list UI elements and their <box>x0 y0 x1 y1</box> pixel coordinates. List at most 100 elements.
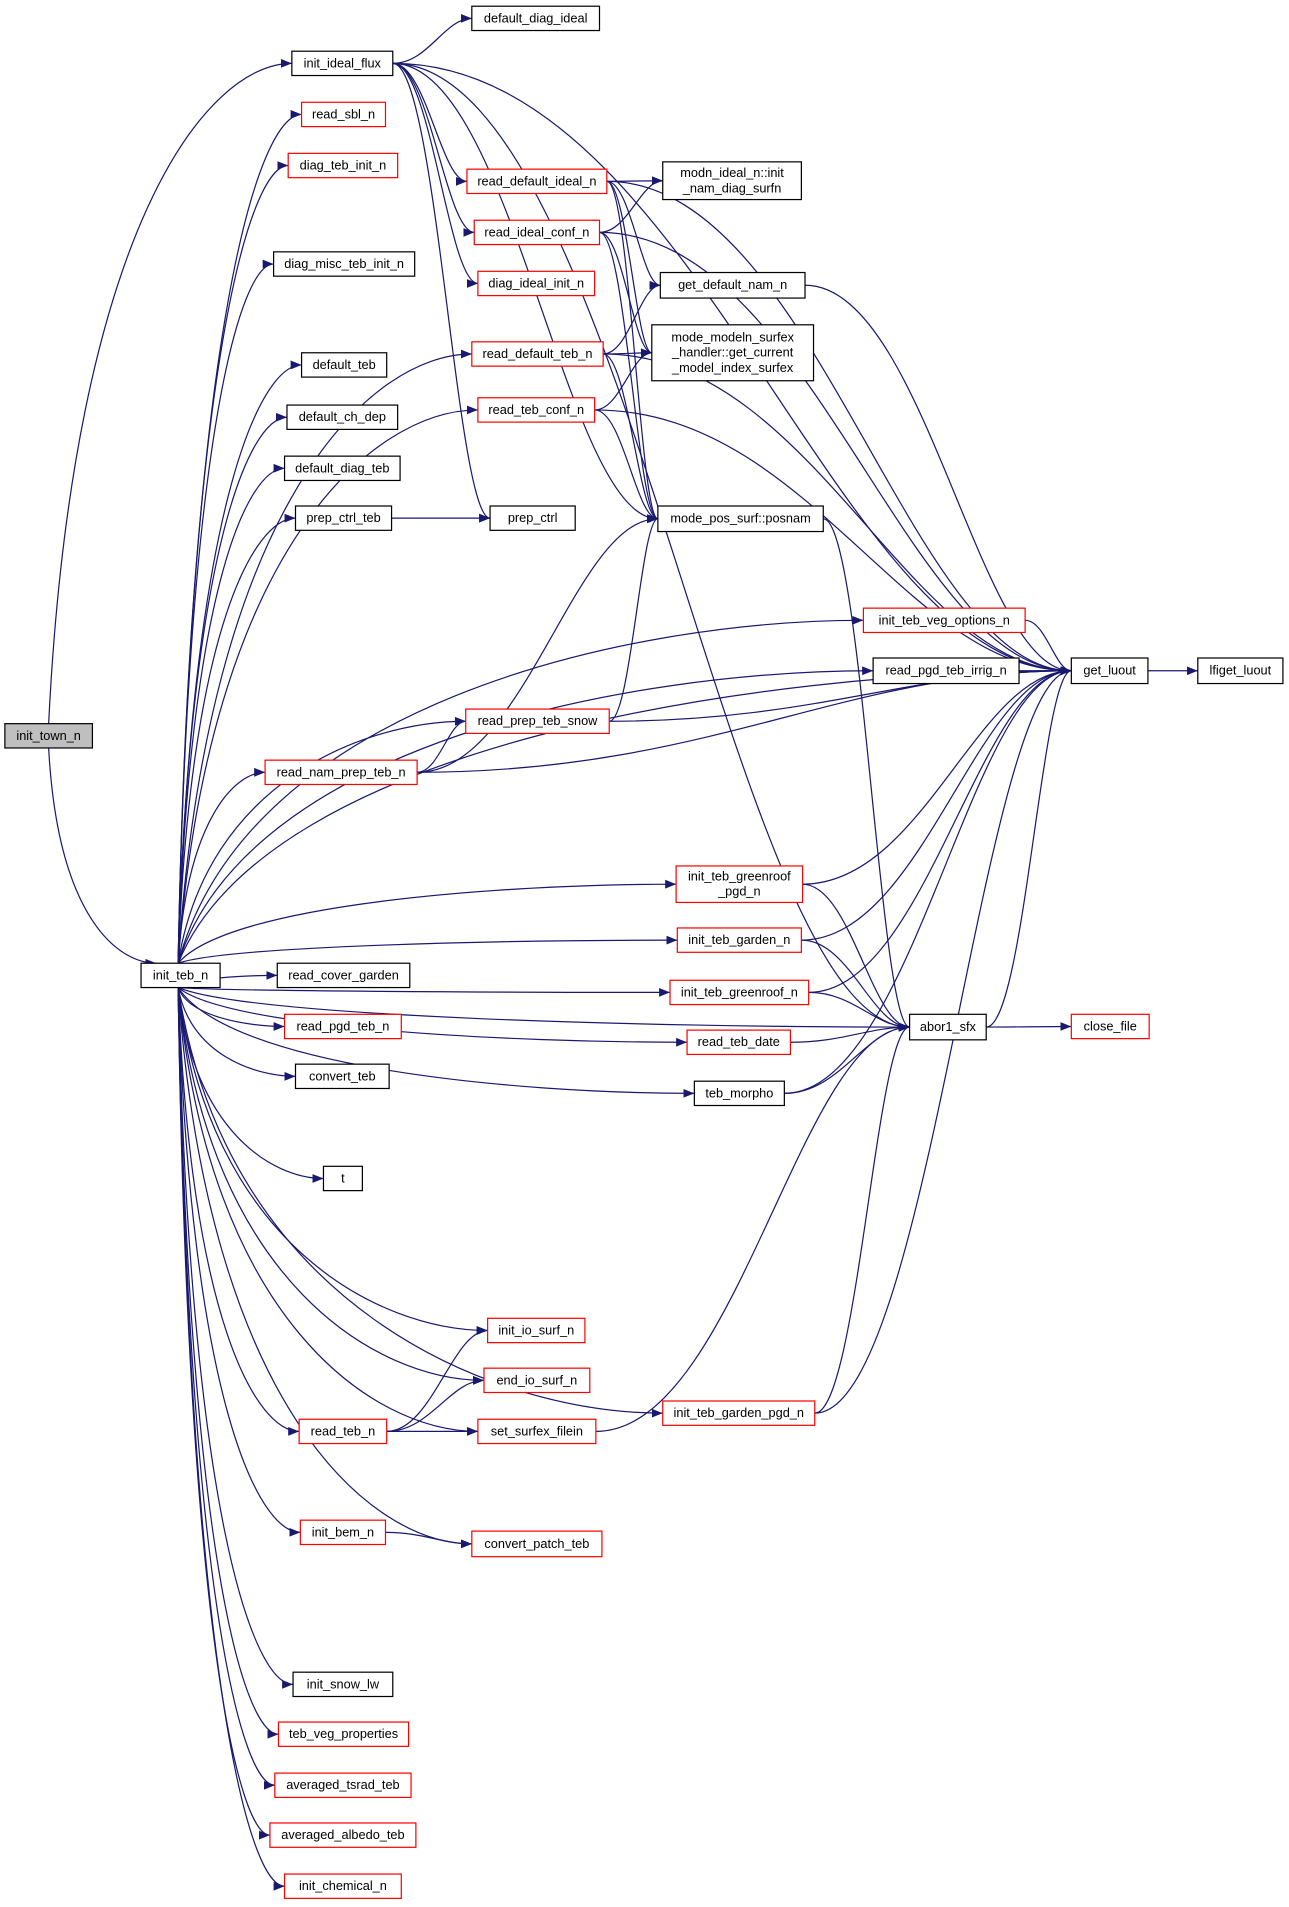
node-box[interactable] <box>300 352 388 378</box>
node-lfiget-luout[interactable]: lfiget_luout <box>1197 657 1284 685</box>
node-box[interactable] <box>273 251 416 277</box>
node-box[interactable] <box>662 161 802 201</box>
node-posnam[interactable]: mode_pos_surf::posnam <box>657 505 824 533</box>
node-box[interactable] <box>298 1418 388 1445</box>
node-box[interactable] <box>466 168 608 195</box>
node-box[interactable] <box>659 271 806 299</box>
node-box[interactable] <box>657 505 824 533</box>
node-averaged-tsrad-teb[interactable]: averaged_tsrad_teb <box>274 1772 412 1799</box>
node-teb-morpho[interactable]: teb_morpho <box>693 1080 785 1107</box>
node-convert-patch-teb[interactable]: convert_patch_teb <box>471 1530 603 1558</box>
node-init-teb-veg-options-n[interactable]: init_teb_veg_options_n <box>862 607 1026 634</box>
node-box[interactable] <box>487 1317 586 1344</box>
node-box[interactable] <box>269 1822 417 1848</box>
node-box[interactable] <box>294 505 393 531</box>
node-read-pgd-teb-irrig-n[interactable]: read_pgd_teb_irrig_n <box>872 657 1020 685</box>
node-box[interactable] <box>1070 657 1149 685</box>
node-init-snow-lw[interactable]: init_snow_lw <box>292 1671 394 1698</box>
node-read-teb-n[interactable]: read_teb_n <box>298 1418 388 1445</box>
node-prep-ctrl[interactable]: prep_ctrl <box>489 505 576 531</box>
node-box[interactable] <box>277 1721 410 1747</box>
node-abor1-sfx[interactable]: abor1_sfx <box>908 1013 987 1041</box>
node-read-default-teb-n[interactable]: read_default_teb_n <box>471 341 604 367</box>
node-box[interactable] <box>299 1519 387 1546</box>
node-init-teb-garden-n[interactable]: init_teb_garden_n <box>676 927 802 953</box>
node-box[interactable] <box>675 865 804 904</box>
node-box[interactable] <box>465 708 610 735</box>
node-box[interactable] <box>292 1671 394 1698</box>
node-read-prep-teb-snow[interactable]: read_prep_teb_snow <box>465 708 610 735</box>
node-box[interactable] <box>477 397 596 423</box>
node-init-teb-n[interactable]: init_teb_n <box>140 962 221 989</box>
node-get-default-nam-n[interactable]: get_default_nam_n <box>659 271 806 299</box>
node-read-sbl-n[interactable]: read_sbl_n <box>300 101 387 128</box>
node-box[interactable] <box>908 1013 987 1041</box>
node-box[interactable] <box>477 1418 597 1445</box>
node-default-teb[interactable]: default_teb <box>300 352 388 378</box>
node-box[interactable] <box>473 219 601 246</box>
node-convert-teb[interactable]: convert_teb <box>294 1063 390 1090</box>
node-box[interactable] <box>264 759 418 786</box>
node-t[interactable]: t <box>322 1165 363 1192</box>
node-box[interactable] <box>291 50 394 77</box>
node-box[interactable] <box>693 1080 785 1107</box>
node-mode-modeln[interactable]: mode_modeln_surfex_handler::get_current_… <box>651 324 815 382</box>
node-prep-ctrl-teb[interactable]: prep_ctrl_teb <box>294 505 393 531</box>
node-read-ideal-conf-n[interactable]: read_ideal_conf_n <box>473 219 601 246</box>
node-set-surfex-filein[interactable]: set_surfex_filein <box>477 1418 597 1445</box>
node-diag-teb-init-n[interactable]: diag_teb_init_n <box>287 152 399 179</box>
node-box[interactable] <box>140 962 221 989</box>
node-box[interactable] <box>477 270 596 297</box>
node-init-teb-garden-pgd-n[interactable]: init_teb_garden_pgd_n <box>662 1400 816 1426</box>
node-read-default-ideal-n[interactable]: read_default_ideal_n <box>466 168 608 195</box>
node-close-file[interactable]: close_file <box>1070 1013 1150 1040</box>
node-init-teb-greenroof-pgd-n[interactable]: init_teb_greenroof_pgd_n <box>675 865 804 904</box>
node-box[interactable] <box>4 723 94 749</box>
node-init-teb-greenroof-n[interactable]: init_teb_greenroof_n <box>669 979 810 1006</box>
node-default-diag-ideal[interactable]: default_diag_ideal <box>471 5 601 32</box>
node-teb-veg-properties[interactable]: teb_veg_properties <box>277 1721 410 1747</box>
node-box[interactable] <box>686 1029 792 1056</box>
node-default-ch-dep[interactable]: default_ch_dep <box>286 404 399 430</box>
node-read-teb-date[interactable]: read_teb_date <box>686 1029 792 1056</box>
node-box[interactable] <box>287 152 399 179</box>
node-box[interactable] <box>489 505 576 531</box>
node-averaged-albedo-teb[interactable]: averaged_albedo_teb <box>269 1822 417 1848</box>
node-box[interactable] <box>276 962 411 989</box>
node-diag-ideal-init-n[interactable]: diag_ideal_init_n <box>477 270 596 297</box>
node-end-io-surf-n[interactable]: end_io_surf_n <box>483 1367 591 1394</box>
node-box[interactable] <box>471 1530 603 1558</box>
node-default-diag-teb[interactable]: default_diag_teb <box>283 455 401 482</box>
node-box[interactable] <box>283 455 401 482</box>
node-box[interactable] <box>300 101 387 128</box>
node-box[interactable] <box>274 1772 412 1799</box>
node-box[interactable] <box>294 1063 390 1090</box>
node-init-ideal-flux[interactable]: init_ideal_flux <box>291 50 394 77</box>
node-box[interactable] <box>286 404 399 430</box>
node-box[interactable] <box>1197 657 1284 685</box>
node-box[interactable] <box>662 1400 816 1426</box>
node-read-pgd-teb-n[interactable]: read_pgd_teb_n <box>283 1013 402 1040</box>
node-box[interactable] <box>676 927 802 953</box>
node-read-nam-prep-teb-n[interactable]: read_nam_prep_teb_n <box>264 759 418 786</box>
node-box[interactable] <box>471 5 601 32</box>
node-box[interactable] <box>283 1013 402 1040</box>
node-box[interactable] <box>283 1873 402 1899</box>
node-init-io-surf-n[interactable]: init_io_surf_n <box>487 1317 586 1344</box>
node-box[interactable] <box>471 341 604 367</box>
node-box[interactable] <box>651 324 815 382</box>
node-init-chemical-n[interactable]: init_chemical_n <box>283 1873 402 1899</box>
node-box[interactable] <box>483 1367 591 1394</box>
node-box[interactable] <box>1070 1013 1150 1040</box>
node-box[interactable] <box>862 607 1026 634</box>
node-modn-ideal[interactable]: modn_ideal_n::init_nam_diag_surfn <box>662 161 802 201</box>
node-read-teb-conf-n[interactable]: read_teb_conf_n <box>477 397 596 423</box>
node-get-luout[interactable]: get_luout <box>1070 657 1149 685</box>
node-box[interactable] <box>669 979 810 1006</box>
node-init-town-n[interactable]: init_town_n <box>4 723 94 749</box>
node-diag-misc-teb-init-n[interactable]: diag_misc_teb_init_n <box>273 251 416 277</box>
node-read-cover-garden[interactable]: read_cover_garden <box>276 962 411 989</box>
node-box[interactable] <box>322 1165 363 1192</box>
node-init-bem-n[interactable]: init_bem_n <box>299 1519 387 1546</box>
node-box[interactable] <box>872 657 1020 685</box>
